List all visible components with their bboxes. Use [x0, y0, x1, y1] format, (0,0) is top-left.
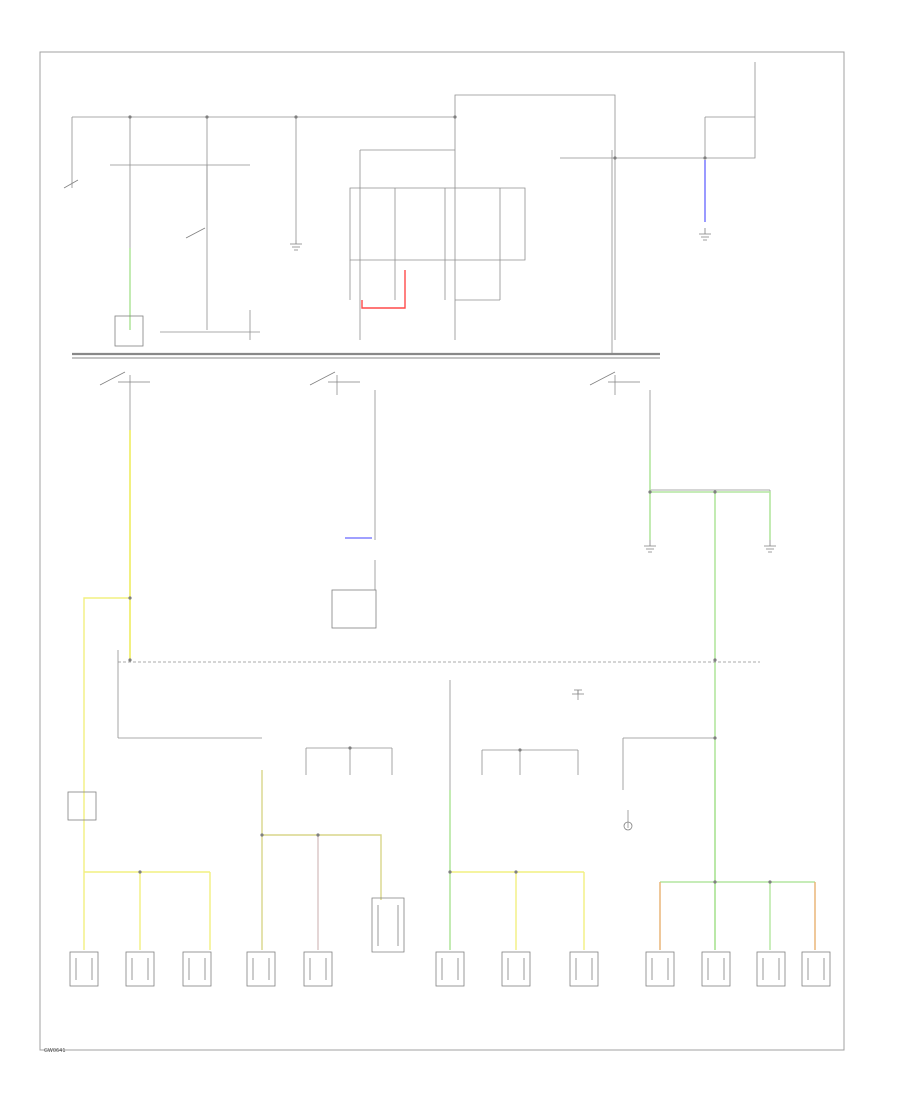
switch-icon — [185, 227, 206, 239]
ground-icon — [644, 540, 656, 553]
connector-boxes-bottom — [69, 951, 831, 987]
connector-box-1 — [69, 951, 99, 987]
connector-box-12 — [801, 951, 831, 987]
colored-wire-layer — [83, 160, 816, 950]
ground-icon — [764, 540, 776, 553]
orange-wire — [659, 882, 816, 950]
connector-box-11 — [756, 951, 786, 987]
switch-icon — [309, 371, 360, 386]
connector-box-9 — [645, 951, 675, 987]
switch-icon — [99, 371, 150, 386]
switch-icons — [63, 179, 640, 386]
component-box-icon — [371, 897, 405, 953]
component-box-icon — [67, 791, 97, 821]
ground-bus — [72, 352, 760, 663]
connector-box-3 — [182, 951, 212, 987]
yellow-wire-center — [261, 770, 382, 950]
connector-box-6 — [435, 951, 465, 987]
page-code: GW0641 — [44, 1048, 66, 1054]
connector-box-7 — [501, 951, 531, 987]
connector-box-4 — [246, 951, 276, 987]
component-box-icon — [331, 589, 377, 629]
green-wire-right — [649, 450, 771, 950]
connector-box-5 — [303, 951, 333, 987]
green-wire-lower-right — [660, 881, 815, 950]
connector-box-2 — [125, 951, 155, 987]
red-wire — [361, 270, 406, 309]
junction-dots — [128, 115, 772, 884]
switch-icon — [589, 371, 640, 386]
yellow-wire-branch — [84, 871, 211, 950]
ground-icon — [623, 821, 633, 831]
ground-icons — [290, 228, 776, 831]
component-boxes-top — [67, 315, 405, 953]
ground-icon — [699, 228, 711, 241]
component-box-icon — [114, 315, 144, 347]
wire-layer — [71, 62, 816, 950]
yellow-wire-left — [83, 597, 130, 950]
connector-box-10 — [701, 951, 731, 987]
diagram-frame — [39, 51, 845, 1051]
connector-box-8 — [569, 951, 599, 987]
ground-icon — [290, 240, 302, 251]
yellow-wire-lower-mid — [450, 871, 585, 950]
ground-icon — [572, 689, 584, 695]
switch-icon — [63, 179, 79, 189]
